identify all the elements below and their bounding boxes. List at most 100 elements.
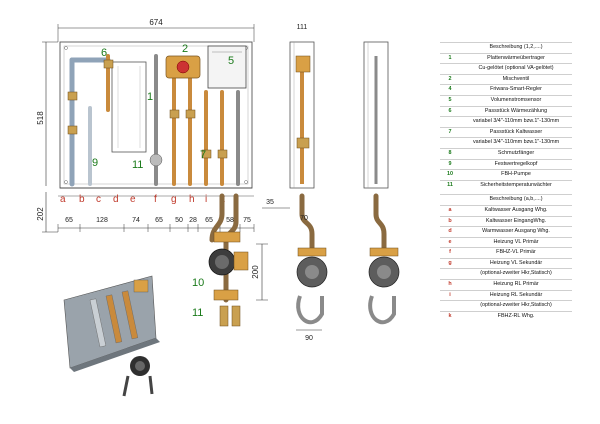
dimension-module-height: 200	[251, 243, 268, 301]
legend-num: 8	[440, 147, 460, 160]
isometric-view	[63, 275, 160, 397]
legend-text: Heizung RL Sekundär	[460, 289, 572, 301]
label-11: 11	[192, 307, 203, 319]
legend-num: 1	[440, 52, 460, 64]
legend-num	[440, 63, 460, 75]
label-1: 1	[147, 91, 153, 103]
controller-box	[207, 45, 247, 89]
legend-text: Sicherheitstemperaturwächter	[460, 179, 572, 191]
legend-text: (optional-zweiter Hkr,Statisch)	[460, 300, 572, 312]
legend-letter: i	[440, 289, 460, 301]
conn-f: f	[154, 194, 157, 205]
legend-text: FBHZ-RL Whg.	[460, 310, 572, 322]
conn-e: e	[130, 194, 136, 205]
legend-num	[440, 116, 460, 128]
legend-num	[440, 137, 460, 149]
legend-text: Friwara-Smart-Regler	[460, 84, 572, 96]
legend-letter: h	[440, 279, 460, 291]
label-5: 6	[101, 47, 107, 59]
dimension-height-bottom: 202	[36, 192, 58, 233]
dim-side-mid: 70	[300, 215, 308, 222]
legend-letter: d	[440, 226, 460, 238]
dim-row-2: 74	[132, 217, 140, 224]
dimension-width-top: 674	[57, 18, 255, 42]
dim-row-1: 128	[96, 217, 108, 224]
legend-letters-header: Beschreibung (a,b,....)	[460, 194, 572, 206]
conn-b: b	[79, 194, 85, 205]
legend-text: Passstück Kaltwasser	[460, 126, 572, 138]
legend-num: 11	[440, 179, 460, 191]
dim-674: 674	[149, 18, 163, 27]
side-view-right	[363, 41, 400, 325]
dim-row-6: 65	[205, 217, 213, 224]
dimension-height-left: 518	[36, 41, 58, 186]
legend-text: Heizung VL Primär	[460, 236, 572, 248]
conn-h: h	[189, 194, 195, 205]
label-7: 9	[92, 157, 98, 169]
dim-row-3: 65	[155, 217, 163, 224]
legend-letter: a	[440, 204, 460, 216]
dimension-bottom-row: 65 128 74 65 50 28 65 58 75	[57, 217, 255, 232]
legend-text: (optional-zweiter Hkr,Statisch)	[460, 268, 572, 280]
label-2: 2	[182, 43, 188, 55]
conn-a: a	[60, 194, 66, 205]
dim-side-bottom: 90	[305, 335, 313, 342]
conn-c: c	[96, 194, 101, 205]
legend-text: Heizung RL Primär	[460, 279, 572, 291]
legend-text: Passstück Wärmezählung	[460, 105, 572, 117]
label-6: 7	[200, 149, 206, 161]
legend-letter	[440, 300, 460, 312]
legend-text: Plattenwärmeübertrager	[460, 52, 572, 64]
conn-i: i	[205, 194, 207, 205]
legend-num: 6	[440, 105, 460, 117]
legend-num: 7	[440, 126, 460, 138]
legend-text: variabel 3/4"-110mm bzw.1"-130mm	[460, 116, 572, 128]
legend-numbers-header: Beschreibung (1,2,....)	[460, 42, 572, 54]
legend-text: Cu-gelötet (optional VA-gelötet)	[460, 63, 572, 75]
mixing-valve	[165, 55, 201, 79]
dim-200: 200	[251, 265, 260, 279]
legend-letter: k	[440, 310, 460, 322]
dim-row-8: 75	[243, 217, 251, 224]
dim-518: 518	[36, 111, 45, 125]
fbh-pump-module	[208, 193, 249, 327]
label-10: 10	[192, 277, 204, 289]
legend-letter: e	[440, 236, 460, 248]
conn-d: d	[113, 194, 119, 205]
legend-num: 2	[440, 73, 460, 85]
legend-text: Kaltwasser EingangWhg.	[460, 215, 572, 227]
dim-side-offset: 35	[266, 199, 274, 206]
legend-text: Kaltwasser Ausgang Whg.	[460, 204, 572, 216]
pipes	[69, 54, 240, 187]
side-view-left: 111 35 70 90	[262, 24, 328, 342]
legend-letter: g	[440, 257, 460, 269]
legend-text: Volumenstromsensor	[460, 94, 572, 107]
dim-202: 202	[36, 207, 45, 221]
dim-row-4: 50	[175, 217, 183, 224]
legend-letter: b	[440, 215, 460, 227]
legend-text: Mischventil	[460, 73, 572, 85]
legend-text: FBHZ-VL Primär	[460, 247, 572, 259]
heat-exchanger	[111, 61, 147, 153]
legend-num: 10	[440, 169, 460, 181]
legend-text: Festwertregelkopf	[460, 158, 572, 170]
legend-text: Warmwasser Ausgang Whg.	[460, 226, 572, 238]
dim-row-5: 28	[189, 217, 197, 224]
dim-side-width: 111	[297, 24, 308, 31]
label-9: 11	[132, 159, 143, 171]
legend-letter	[440, 268, 460, 280]
legend-num: 5	[440, 94, 460, 107]
legend-text: Schmutzfänger	[460, 147, 572, 160]
fittings	[67, 59, 228, 167]
legend-num: 4	[440, 84, 460, 96]
conn-g: g	[171, 194, 177, 205]
legend-letter: f	[440, 247, 460, 259]
dim-row-7: 58	[226, 217, 234, 224]
technical-drawing: 674 518 202	[36, 18, 400, 397]
legend-text: variabel 3/4"-110mm bzw.1"-130mm	[460, 137, 572, 149]
label-4: 5	[228, 55, 234, 67]
legend-num: 9	[440, 158, 460, 170]
legend-text: Heizung VL Sekundär	[460, 257, 572, 269]
